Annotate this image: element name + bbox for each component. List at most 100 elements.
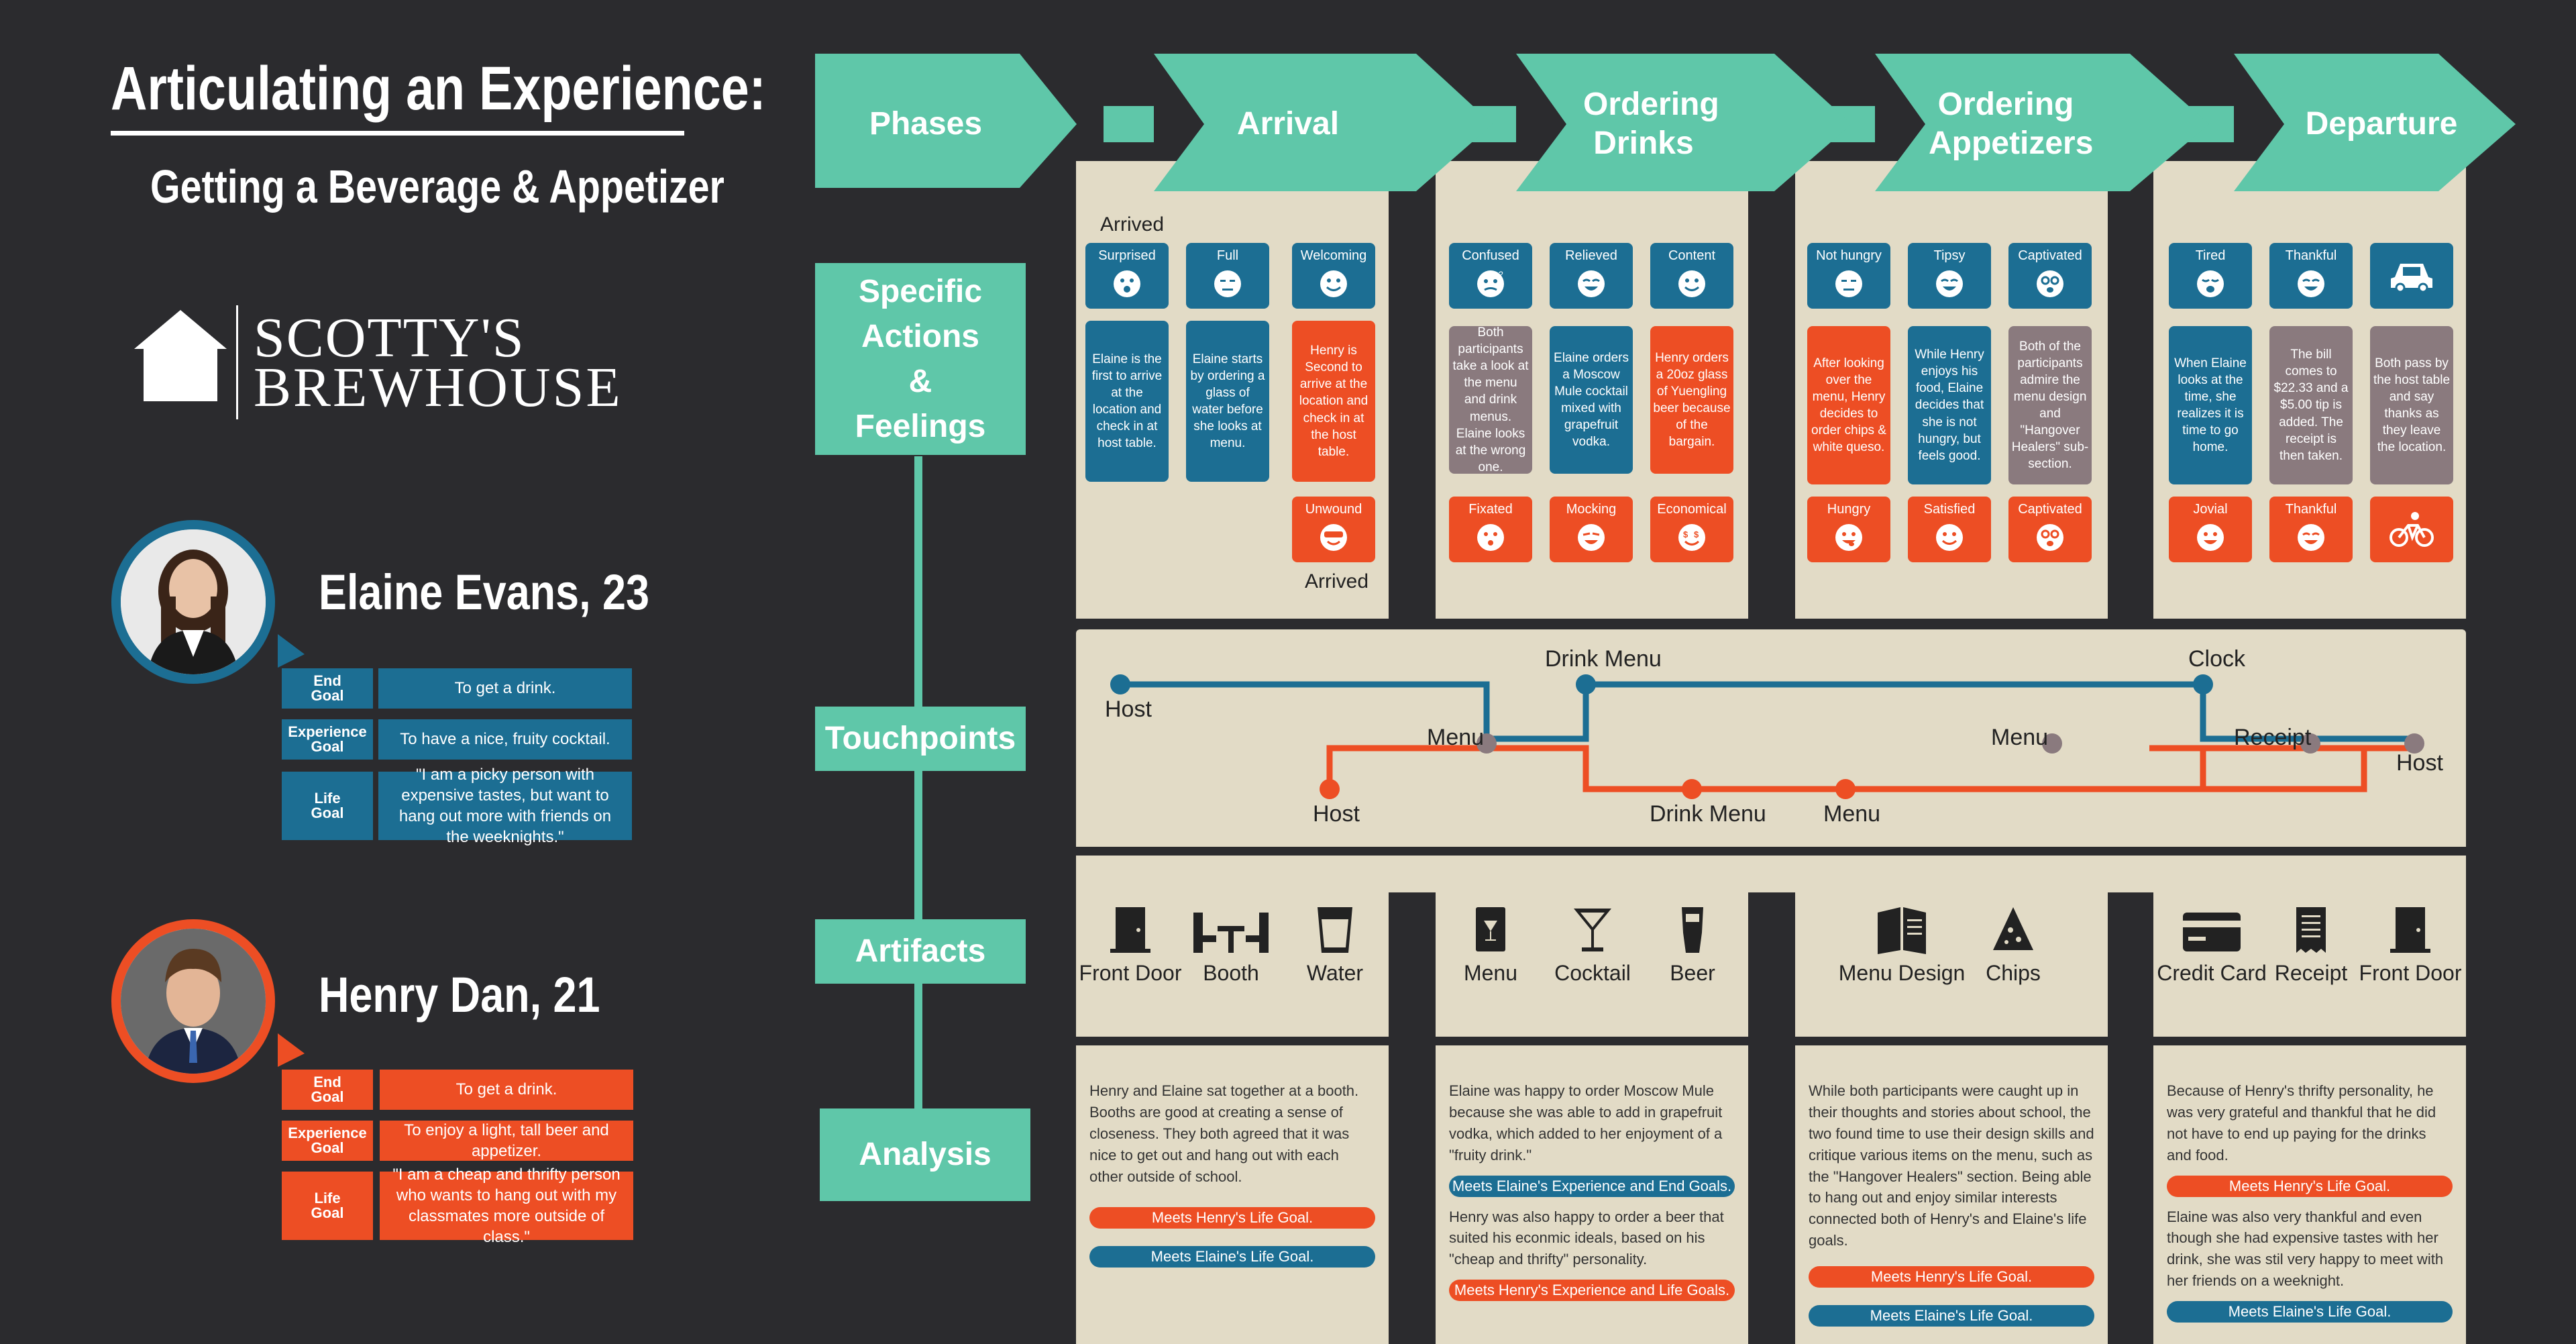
brand-logo: Scotty's Brewhouse <box>254 310 623 416</box>
artifact-label: Credit Card <box>2157 961 2267 985</box>
goal-label-experience-henry: Experience Goal <box>282 1121 373 1161</box>
feeling-label: Content <box>1668 248 1716 263</box>
artifact-label: Menu Design <box>1838 961 1966 985</box>
node-drink-menu-henry <box>1682 779 1702 799</box>
feeling-economical: Economical $$ <box>1650 497 1733 562</box>
tp-label-menu-1: Menu <box>1427 725 1485 750</box>
feeling-label: Tired <box>2195 248 2226 263</box>
panel-analysis-arrival: Henry and Elaine sat together at a booth… <box>1076 1045 1389 1344</box>
page-subtitle: Getting a Beverage & Appetizer <box>150 160 724 213</box>
tp-label-drink-menu-henry: Drink Menu <box>1650 801 1766 827</box>
artifact-label: Front Door <box>1079 961 1182 985</box>
feeling-thankful: Thankful <box>2269 243 2353 309</box>
feeling-label: Thankful <box>2285 248 2337 263</box>
feeling-label: Surprised <box>1098 248 1156 263</box>
hungry-face-icon <box>1835 524 1862 551</box>
open-book-icon <box>1878 907 1926 954</box>
feeling-label: Not hungry <box>1816 248 1882 263</box>
feeling-label: Confused <box>1462 248 1519 263</box>
row-gap <box>1076 847 2466 856</box>
artifact-cocktail: Cocktail <box>1542 906 1643 986</box>
artifact-label: Cocktail <box>1554 961 1631 985</box>
goal-label-life-henry: Life Goal <box>282 1172 373 1240</box>
arrived-label-bottom: Arrived <box>1305 570 1369 592</box>
door-icon <box>1110 907 1150 953</box>
artifact-water: Water <box>1285 906 1385 986</box>
feeling-label: Economical <box>1657 502 1727 517</box>
feeling-tipsy: Tipsy <box>1908 243 1991 309</box>
panel-analysis-appetizers: While both participants were caught up i… <box>1795 1045 2108 1344</box>
action-desc-drinks-2: Elaine orders a Moscow Mule cocktail mix… <box>1550 326 1633 474</box>
thankful-face-icon <box>2298 270 2324 297</box>
row-label-actions: Specific Actions & Feelings <box>815 263 1026 455</box>
goal-text-end-elaine: To get a drink. <box>378 668 632 709</box>
tired-face-icon <box>2197 270 2224 297</box>
analysis-text: Elaine was happy to order Moscow Mule be… <box>1449 1082 1723 1164</box>
artifact-menu-design: Menu Design <box>1839 906 1965 986</box>
feeling-not-hungry: Not hungry <box>1807 243 1890 309</box>
artifact-label: Receipt <box>2274 961 2348 985</box>
goal-label-text: Experience Goal <box>288 723 367 755</box>
goal-label-text: Life Goal <box>311 1190 344 1221</box>
phase-label-text: Ordering Appetizers <box>1929 87 2094 161</box>
tp-label-host-end: Host <box>2396 750 2443 776</box>
goal-pill-henry: Meets Henry's Life Goal. <box>2167 1175 2453 1197</box>
receipt-icon <box>2296 907 2326 953</box>
row-label-analysis: Analysis <box>820 1108 1030 1201</box>
artifact-front-door-2: Front Door <box>2359 906 2461 986</box>
goal-pill-elaine: Meets Elaine's Life Goal. <box>1809 1305 2094 1327</box>
tp-label-menu-henry: Menu <box>1823 801 1881 827</box>
node-henry-host <box>1320 779 1340 799</box>
goal-pill-elaine: Meets Elaine's Life Goal. <box>2167 1301 2453 1323</box>
goal-label-experience-elaine: Experience Goal <box>282 719 373 760</box>
artifact-label: Chips <box>1986 961 2041 985</box>
feeling-label: Satisfied <box>1923 502 1976 517</box>
smile-face-icon <box>1320 270 1347 297</box>
bicycle-icon <box>2390 512 2434 547</box>
feeling-thankful-2: Thankful <box>2269 497 2353 562</box>
node-menu-henry <box>1835 779 1856 799</box>
persona-pointer-henry <box>278 1033 305 1067</box>
feeling-label: Full <box>1216 248 1239 263</box>
goal-pill-henry: Meets Henry's Experience and Life Goals. <box>1449 1280 1735 1302</box>
analysis-text: Because of Henry's thrifty personality, … <box>2167 1082 2436 1164</box>
dollar-eyes-face-icon: $$ <box>1678 524 1705 551</box>
artifact-credit-card: Credit Card <box>2157 906 2267 986</box>
row-connector-line <box>914 456 922 1201</box>
logo-divider <box>236 305 238 419</box>
tp-label-host: Host <box>1105 696 1152 722</box>
feeling-full: Full <box>1186 243 1269 309</box>
logo-line-1: Scotty's <box>254 307 525 369</box>
action-desc-departure-3: Both pass by the host table and say than… <box>2370 326 2453 484</box>
node-menu-2 <box>2042 733 2062 754</box>
artifact-label: Menu <box>1463 961 1518 985</box>
goal-pill-elaine: Meets Elaine's Life Goal. <box>1089 1246 1375 1268</box>
phase-label-appetizers: Ordering Appetizers <box>1919 74 2093 174</box>
goal-label-end-elaine: End Goal <box>282 668 373 709</box>
phase-label-departure: Departure <box>2305 106 2458 142</box>
tp-label-henry-host: Host <box>1313 801 1360 827</box>
action-desc-arrival-3: Henry is Second to arrive at the locatio… <box>1292 321 1375 482</box>
feeling-label: Welcoming <box>1300 248 1367 263</box>
phase-label-arrival: Arrival <box>1236 106 1340 142</box>
feeling-tired: Tired <box>2169 243 2252 309</box>
goal-text-experience-henry: To enjoy a light, tall beer and appetize… <box>380 1121 633 1161</box>
analysis-text: While both participants were caught up i… <box>1809 1082 2094 1249</box>
feeling-label: Captivated <box>2018 248 2082 263</box>
phase-label-text: Ordering Drinks <box>1583 87 1719 161</box>
action-desc-drinks-1: Both participants take a look at the men… <box>1449 325 1532 474</box>
menu-icon <box>1476 907 1505 951</box>
node-drink-menu-elaine <box>1576 674 1596 694</box>
captivated-face-icon <box>2037 270 2063 297</box>
feeling-mocking: Mocking <box>1550 497 1633 562</box>
relieved-face-icon <box>1578 270 1605 297</box>
feeling-captivated: Captivated <box>2008 243 2092 309</box>
surprised-face-icon <box>1114 270 1140 297</box>
row-label-touchpoints: Touchpoints <box>815 707 1026 771</box>
elaine-path-1 <box>1120 681 1490 739</box>
house-logo-icon <box>134 310 227 401</box>
action-desc-departure-2: The bill comes to $22.33 and a $5.00 tip… <box>2269 326 2353 484</box>
jovial-face-icon <box>2197 524 2224 551</box>
title-divider <box>111 131 684 136</box>
persona-pointer-elaine <box>278 634 305 668</box>
